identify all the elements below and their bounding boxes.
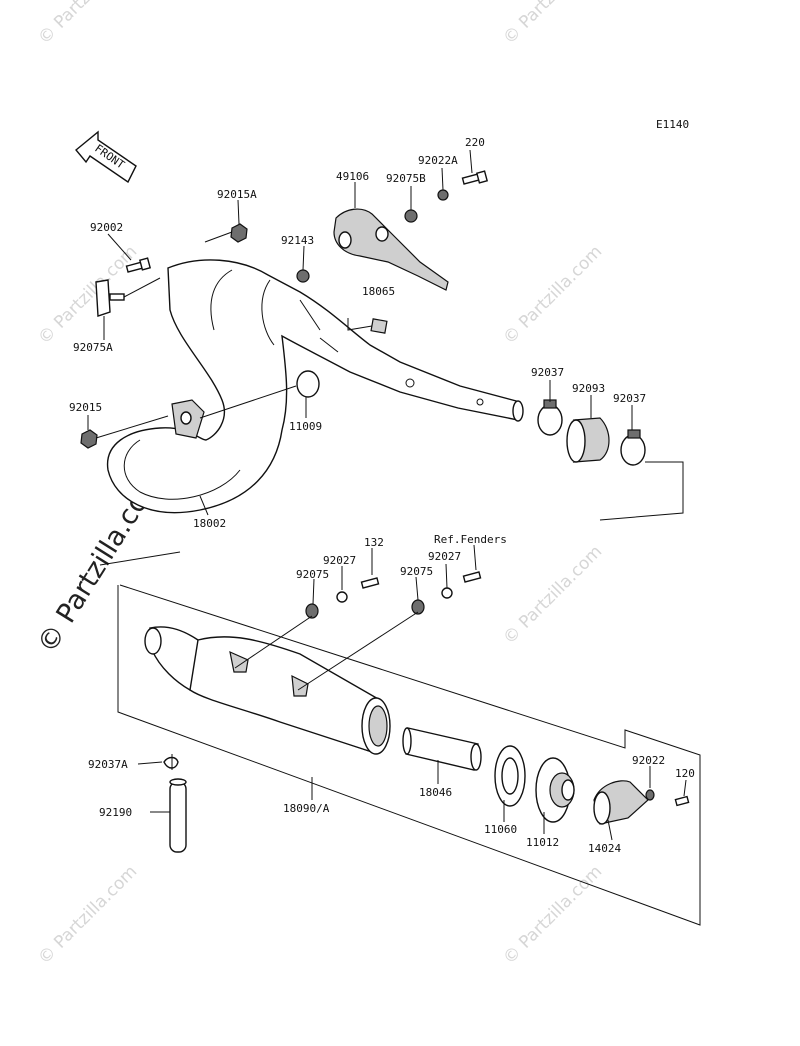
- label-92075B[interactable]: 92075B: [386, 172, 426, 185]
- label-14024[interactable]: 14024: [588, 842, 621, 855]
- label-92190[interactable]: 92190: [99, 806, 132, 819]
- diagram-code: E1140: [656, 118, 689, 131]
- label-92093[interactable]: 92093: [572, 382, 605, 395]
- label-11012[interactable]: 11012: [526, 836, 559, 849]
- label-92075-left[interactable]: 92075: [296, 568, 329, 581]
- label-92027-left[interactable]: 92027: [323, 554, 356, 567]
- label-92015A[interactable]: 92015A: [217, 188, 257, 201]
- label-220[interactable]: 220: [465, 136, 485, 149]
- label-49106[interactable]: 49106: [336, 170, 369, 183]
- silencer: [144, 626, 391, 755]
- label-11009[interactable]: 11009: [289, 420, 322, 433]
- label-92002[interactable]: 92002: [90, 221, 123, 234]
- end-cap: [535, 757, 575, 823]
- end-gasket: [494, 745, 526, 807]
- label-92037-left[interactable]: 92037: [531, 366, 564, 379]
- label-92022[interactable]: 92022: [632, 754, 665, 767]
- label-92075A[interactable]: 92075A: [73, 341, 113, 354]
- front-arrow: FRONT: [75, 130, 137, 184]
- tail-cap: [593, 780, 649, 825]
- packing-tube: [402, 727, 482, 771]
- label-92143[interactable]: 92143: [281, 234, 314, 247]
- label-92022A[interactable]: 92022A: [418, 154, 458, 167]
- lower-leader-lines: [137, 544, 687, 841]
- label-18090A[interactable]: 18090/A: [283, 802, 330, 815]
- label-11060[interactable]: 11060: [484, 823, 517, 836]
- watermark-text: © Partzilla.com: [34, 242, 141, 349]
- upper-hardware: [80, 170, 489, 449]
- label-92027-right[interactable]: 92027: [428, 550, 461, 563]
- watermark-text: © Partzilla.com: [499, 862, 606, 969]
- silencer-box-outline: [99, 551, 701, 926]
- label-92037-right[interactable]: 92037: [613, 392, 646, 405]
- lower-hardware: [163, 571, 690, 853]
- guard-bracket: [333, 208, 449, 291]
- label-18002[interactable]: 18002: [193, 517, 226, 530]
- watermark-text: © Partzilla.com: [499, 242, 606, 349]
- label-92015[interactable]: 92015: [69, 401, 102, 414]
- label-92037A[interactable]: 92037A: [88, 758, 128, 771]
- watermark-text: © Partzilla.com: [499, 542, 606, 649]
- watermark-text: © Partzilla.com: [34, 0, 141, 49]
- expansion-chamber: [106, 259, 524, 514]
- label-120[interactable]: 120: [675, 767, 695, 780]
- part-labels: 220 92022A 92075B 49106 92015A 92002 921…: [69, 136, 695, 855]
- label-132[interactable]: 132: [364, 536, 384, 549]
- label-18065[interactable]: 18065: [362, 285, 395, 298]
- clamp-and-sleeve: [537, 399, 646, 466]
- label-ref-fenders[interactable]: Ref.Fenders: [434, 533, 507, 546]
- upper-leader-lines: [87, 149, 684, 521]
- watermark-text: © Partzilla.com: [499, 0, 606, 49]
- label-18046[interactable]: 18046: [419, 786, 452, 799]
- watermark-text: © Partzilla.com: [34, 862, 141, 969]
- label-92075-right[interactable]: 92075: [400, 565, 433, 578]
